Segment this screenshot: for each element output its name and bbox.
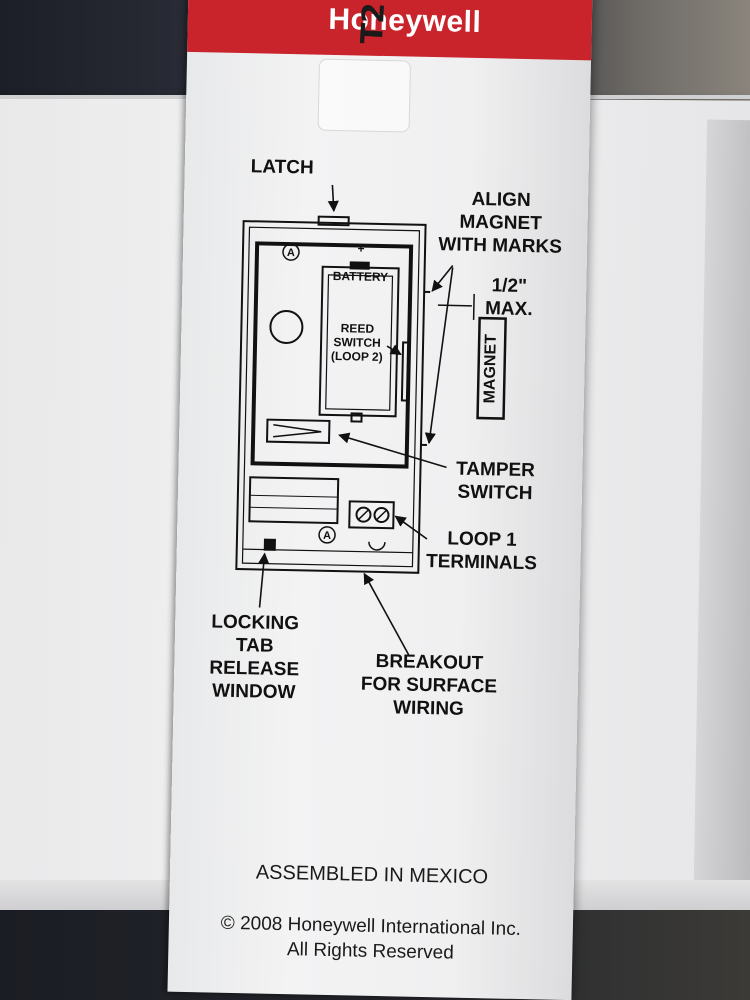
circuit-block xyxy=(248,476,340,525)
tamper-switch-shape xyxy=(265,418,331,444)
tamper-arrow xyxy=(338,432,447,469)
reed-arrow xyxy=(386,344,402,356)
installation-diagram xyxy=(235,184,507,656)
mounting-hole xyxy=(269,310,304,345)
terminals-arrow xyxy=(394,515,428,540)
latch-label: LATCH xyxy=(250,156,314,179)
breakout-label: BREAKOUT FOR SURFACE WIRING xyxy=(360,650,498,720)
align-magnet-label: ALIGN MAGNET WITH MARKS xyxy=(438,188,563,258)
reed-switch xyxy=(400,341,411,402)
breakout-arrow xyxy=(363,572,410,656)
battery-plus-label: + xyxy=(357,241,365,256)
battery-label: BATTERY xyxy=(332,268,389,285)
marker-a-bottom: A xyxy=(322,529,332,542)
product-box: Honeywell T2 xyxy=(167,0,593,1000)
locking-tab-arrow xyxy=(258,552,270,608)
latch-shape xyxy=(317,215,350,227)
latch-arrow xyxy=(327,184,339,213)
align-arrow-top xyxy=(431,264,454,292)
reed-switch-label: REED SWITCH (LOOP 2) xyxy=(330,321,383,365)
magnet-label: MAGNET xyxy=(481,333,500,404)
magnet-shape xyxy=(476,316,507,420)
tamper-switch-label: TAMPER SWITCH xyxy=(455,458,536,505)
loop1-terminals-label: LOOP 1 TERMINALS xyxy=(425,528,538,575)
terminal-block xyxy=(348,500,395,530)
marker-a-top: A xyxy=(286,247,296,260)
half-inch-label: 1/2" MAX. xyxy=(484,275,533,321)
inner-cover xyxy=(250,241,414,469)
align-arrow-bottom xyxy=(424,267,454,445)
locking-tab-label: LOCKING TAB RELEASE WINDOW xyxy=(209,611,300,704)
housing-outline xyxy=(235,220,427,574)
